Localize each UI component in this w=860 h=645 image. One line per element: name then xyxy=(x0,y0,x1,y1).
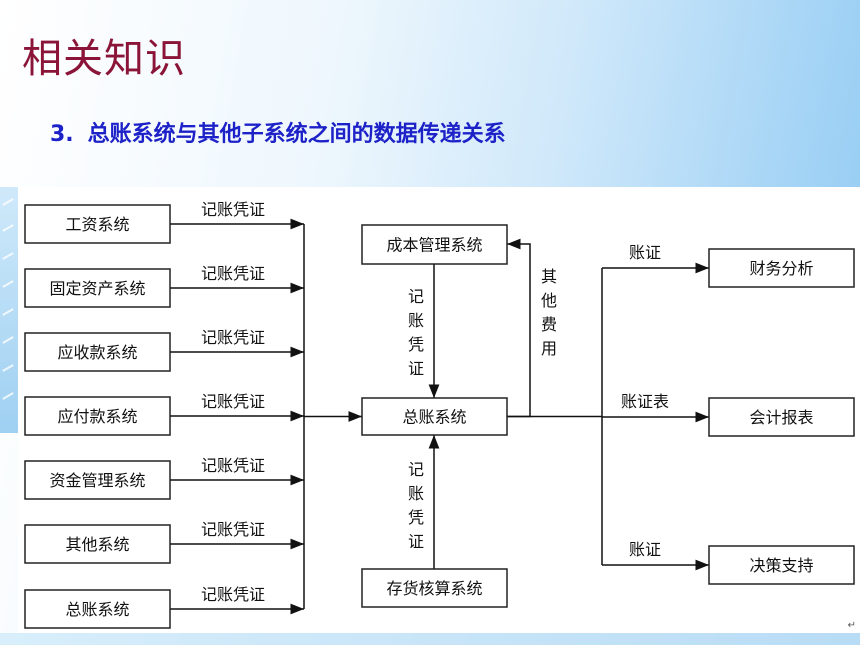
inventory-to-ledger-label: 记账凭证 xyxy=(408,460,424,551)
cost-system-box: 成本管理系统 xyxy=(361,224,508,265)
ledger-to-cost-arrow xyxy=(507,238,531,418)
output-box-3-label: 决策支持 xyxy=(749,556,813,575)
left-edge-label-1: 记账凭证 xyxy=(201,200,265,219)
left-system-box-1: 工资系统 xyxy=(24,204,171,244)
subtitle-text: 总账系统与其他子系统之间的数据传递关系 xyxy=(87,122,506,147)
cost-system-box-frame xyxy=(361,224,508,265)
left-system-box-6: 其他系统 xyxy=(24,524,171,564)
cost-to-ledger-label-char: 记 xyxy=(408,287,424,306)
subtitle-number: 3. xyxy=(50,122,74,147)
output-box-1-label: 财务分析 xyxy=(749,259,813,278)
inventory-to-ledger-label-char: 记 xyxy=(408,460,424,479)
bottom-band xyxy=(0,633,860,645)
left-system-box-3-label: 应收款系统 xyxy=(57,343,137,362)
side-decoration xyxy=(0,187,18,433)
page-subtitle: 3. 总账系统与其他子系统之间的数据传递关系 xyxy=(50,116,506,148)
cost-to-ledger-label-char: 账 xyxy=(408,311,424,330)
left-system-box-5-label: 资金管理系统 xyxy=(49,471,145,490)
output-box-2: 会计报表 xyxy=(708,397,855,437)
left-edge-label-2: 记账凭证 xyxy=(201,264,265,283)
output-edge-label-2: 账证表 xyxy=(621,392,669,411)
ledger-box-label: 总账系统 xyxy=(402,408,466,427)
output-box-2-frame xyxy=(708,397,855,437)
ledger-to-cost-label-char: 用 xyxy=(541,339,557,358)
output-box-3: 决策支持 xyxy=(708,545,855,585)
output-box-1-frame xyxy=(708,248,855,288)
ledger-box-frame xyxy=(361,397,508,436)
cost-system-box-label: 成本管理系统 xyxy=(386,236,482,255)
left-edge-label-4: 记账凭证 xyxy=(201,392,265,411)
output-box-2-label: 会计报表 xyxy=(749,408,813,427)
output-box-1: 财务分析 xyxy=(708,248,855,288)
left-system-box-7-frame xyxy=(24,589,171,629)
cost-to-ledger-label: 记账凭证 xyxy=(408,287,424,378)
left-system-box-4-frame xyxy=(24,396,171,436)
output-edge-label-1: 账证 xyxy=(629,243,661,262)
ledger-to-cost-label-char: 他 xyxy=(541,291,557,310)
output-edge-label-3: 账证 xyxy=(629,540,661,559)
cost-to-ledger-label-char: 凭 xyxy=(408,335,424,354)
left-system-box-1-label: 工资系统 xyxy=(65,215,129,234)
left-system-box-3: 应收款系统 xyxy=(24,332,171,372)
left-system-box-2-frame xyxy=(24,268,171,308)
inventory-to-ledger-label-char: 账 xyxy=(408,484,424,503)
left-system-box-3-frame xyxy=(24,332,171,372)
output-box-3-frame xyxy=(708,545,855,585)
inventory-system-box-label: 存货核算系统 xyxy=(386,579,482,598)
left-system-box-5-frame xyxy=(24,460,171,500)
paragraph-mark: ↵ xyxy=(847,620,856,631)
left-system-box-6-label: 其他系统 xyxy=(65,535,129,554)
inventory-to-ledger-label-char: 证 xyxy=(408,532,424,551)
left-system-box-4: 应付款系统 xyxy=(24,396,171,436)
page-title: 相关知识 xyxy=(22,36,186,82)
ledger-box: 总账系统 xyxy=(361,397,508,436)
left-system-box-7: 总账系统 xyxy=(24,589,171,629)
left-system-box-4-label: 应付款系统 xyxy=(57,407,137,426)
ledger-to-cost-label-char: 费 xyxy=(541,315,557,334)
left-edge-label-5: 记账凭证 xyxy=(201,456,265,475)
left-edge-label-7: 记账凭证 xyxy=(201,585,265,604)
left-system-box-1-frame xyxy=(24,204,171,244)
ledger-to-cost-label-char: 其 xyxy=(541,267,557,286)
left-edge-label-3: 记账凭证 xyxy=(201,328,265,347)
left-edge-label-6: 记账凭证 xyxy=(201,520,265,539)
left-system-box-5: 资金管理系统 xyxy=(24,460,171,500)
cost-to-ledger-label-char: 证 xyxy=(408,359,424,378)
left-system-box-7-label: 总账系统 xyxy=(65,600,129,619)
inventory-system-box: 存货核算系统 xyxy=(361,568,508,608)
left-system-box-2-label: 固定资产系统 xyxy=(49,279,145,298)
left-system-box-6-frame xyxy=(24,524,171,564)
inventory-to-ledger-label-char: 凭 xyxy=(408,508,424,527)
inventory-system-box-frame xyxy=(361,568,508,608)
left-system-box-2: 固定资产系统 xyxy=(24,268,171,308)
